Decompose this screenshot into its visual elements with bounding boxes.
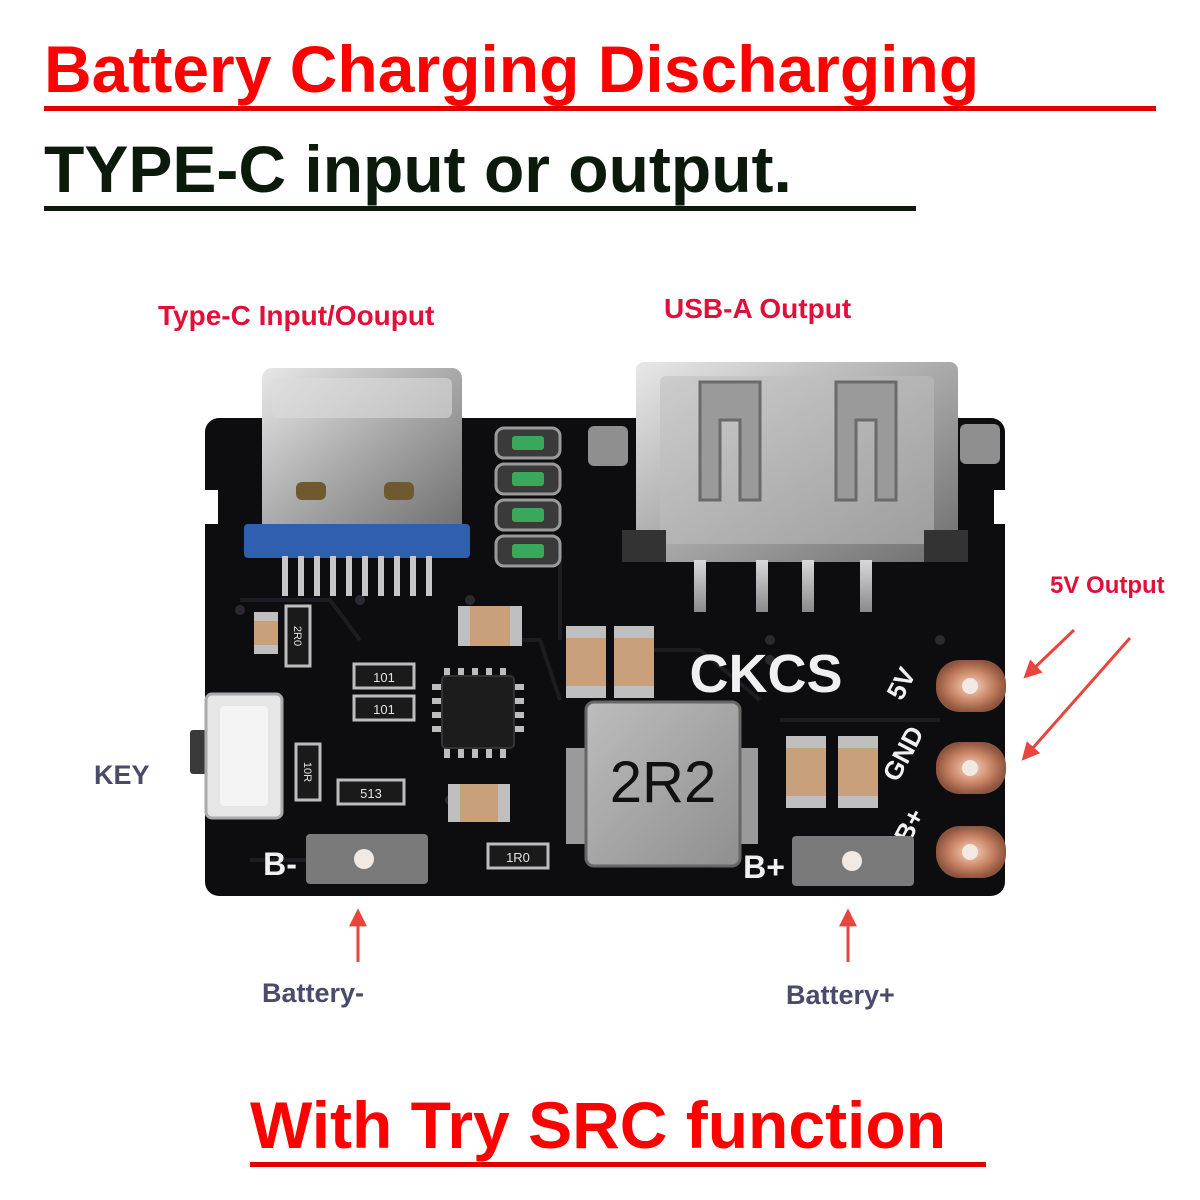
resistor-101: 101	[352, 694, 416, 722]
status-leds	[494, 426, 562, 568]
label-key: KEY	[94, 760, 150, 790]
resistor-2r0: 2R0	[284, 604, 312, 668]
resistor-marking: 2R0	[291, 626, 303, 646]
capacitor	[566, 626, 606, 698]
headline-try-src: With Try SRC function	[250, 1092, 986, 1167]
label-5v-output: 5V Output	[1050, 572, 1165, 599]
capacitor	[838, 736, 878, 808]
headline-underline	[44, 206, 916, 211]
silk-bplus: B+	[743, 849, 785, 885]
board-notch	[994, 490, 1016, 524]
resistor-marking: 1R0	[506, 850, 530, 865]
headline-text: With Try SRC function	[250, 1088, 947, 1162]
controller-ic	[432, 668, 524, 758]
capacitor	[448, 784, 510, 822]
label-typec-port: Type-C Input/Oouput	[158, 300, 435, 331]
pcb-traces	[240, 560, 940, 862]
brand-logo: CKCS	[689, 644, 842, 704]
label-usba-port: USB-A Output	[664, 293, 852, 324]
headline-underline	[250, 1162, 986, 1167]
annotation-arrows	[349, 628, 1132, 962]
label-battery-plus: Battery+	[786, 980, 895, 1010]
resistor-513: 513	[336, 778, 406, 806]
resistor-marking: 513	[360, 786, 382, 801]
headline-typec: TYPE-C input or output.	[44, 136, 916, 211]
silk-bminus: B-	[263, 846, 297, 882]
capacitor	[614, 626, 654, 698]
headline-text: TYPE-C input or output.	[44, 132, 792, 206]
resistor-marking: 10R	[301, 762, 313, 782]
resistor-1r0: 1R0	[486, 842, 550, 870]
capacitor	[458, 606, 522, 646]
usba-connector	[588, 362, 1000, 612]
arrow-gnd	[1021, 637, 1132, 761]
resistor-10r: 10R	[294, 742, 322, 802]
inductor-marking: 2R2	[610, 750, 716, 815]
resistor-marking: 101	[373, 670, 395, 685]
capacitor	[254, 612, 278, 654]
headline-text: Battery Charging Discharging	[44, 32, 980, 106]
headline-underline	[44, 106, 1156, 111]
label-battery-minus: Battery-	[262, 978, 365, 1008]
output-pads	[936, 660, 1006, 878]
key-switch	[190, 692, 284, 820]
headline-battery-charging: Battery Charging Discharging	[44, 36, 1156, 111]
battery-pads: B- B+	[263, 834, 914, 886]
board-notch	[196, 490, 218, 524]
typec-connector	[244, 368, 470, 596]
arrow-5v	[1023, 628, 1076, 679]
resistor-101: 101	[352, 662, 416, 690]
resistor-marking: 101	[373, 702, 395, 717]
inductor: 2R2	[566, 700, 758, 868]
capacitor	[786, 736, 826, 808]
